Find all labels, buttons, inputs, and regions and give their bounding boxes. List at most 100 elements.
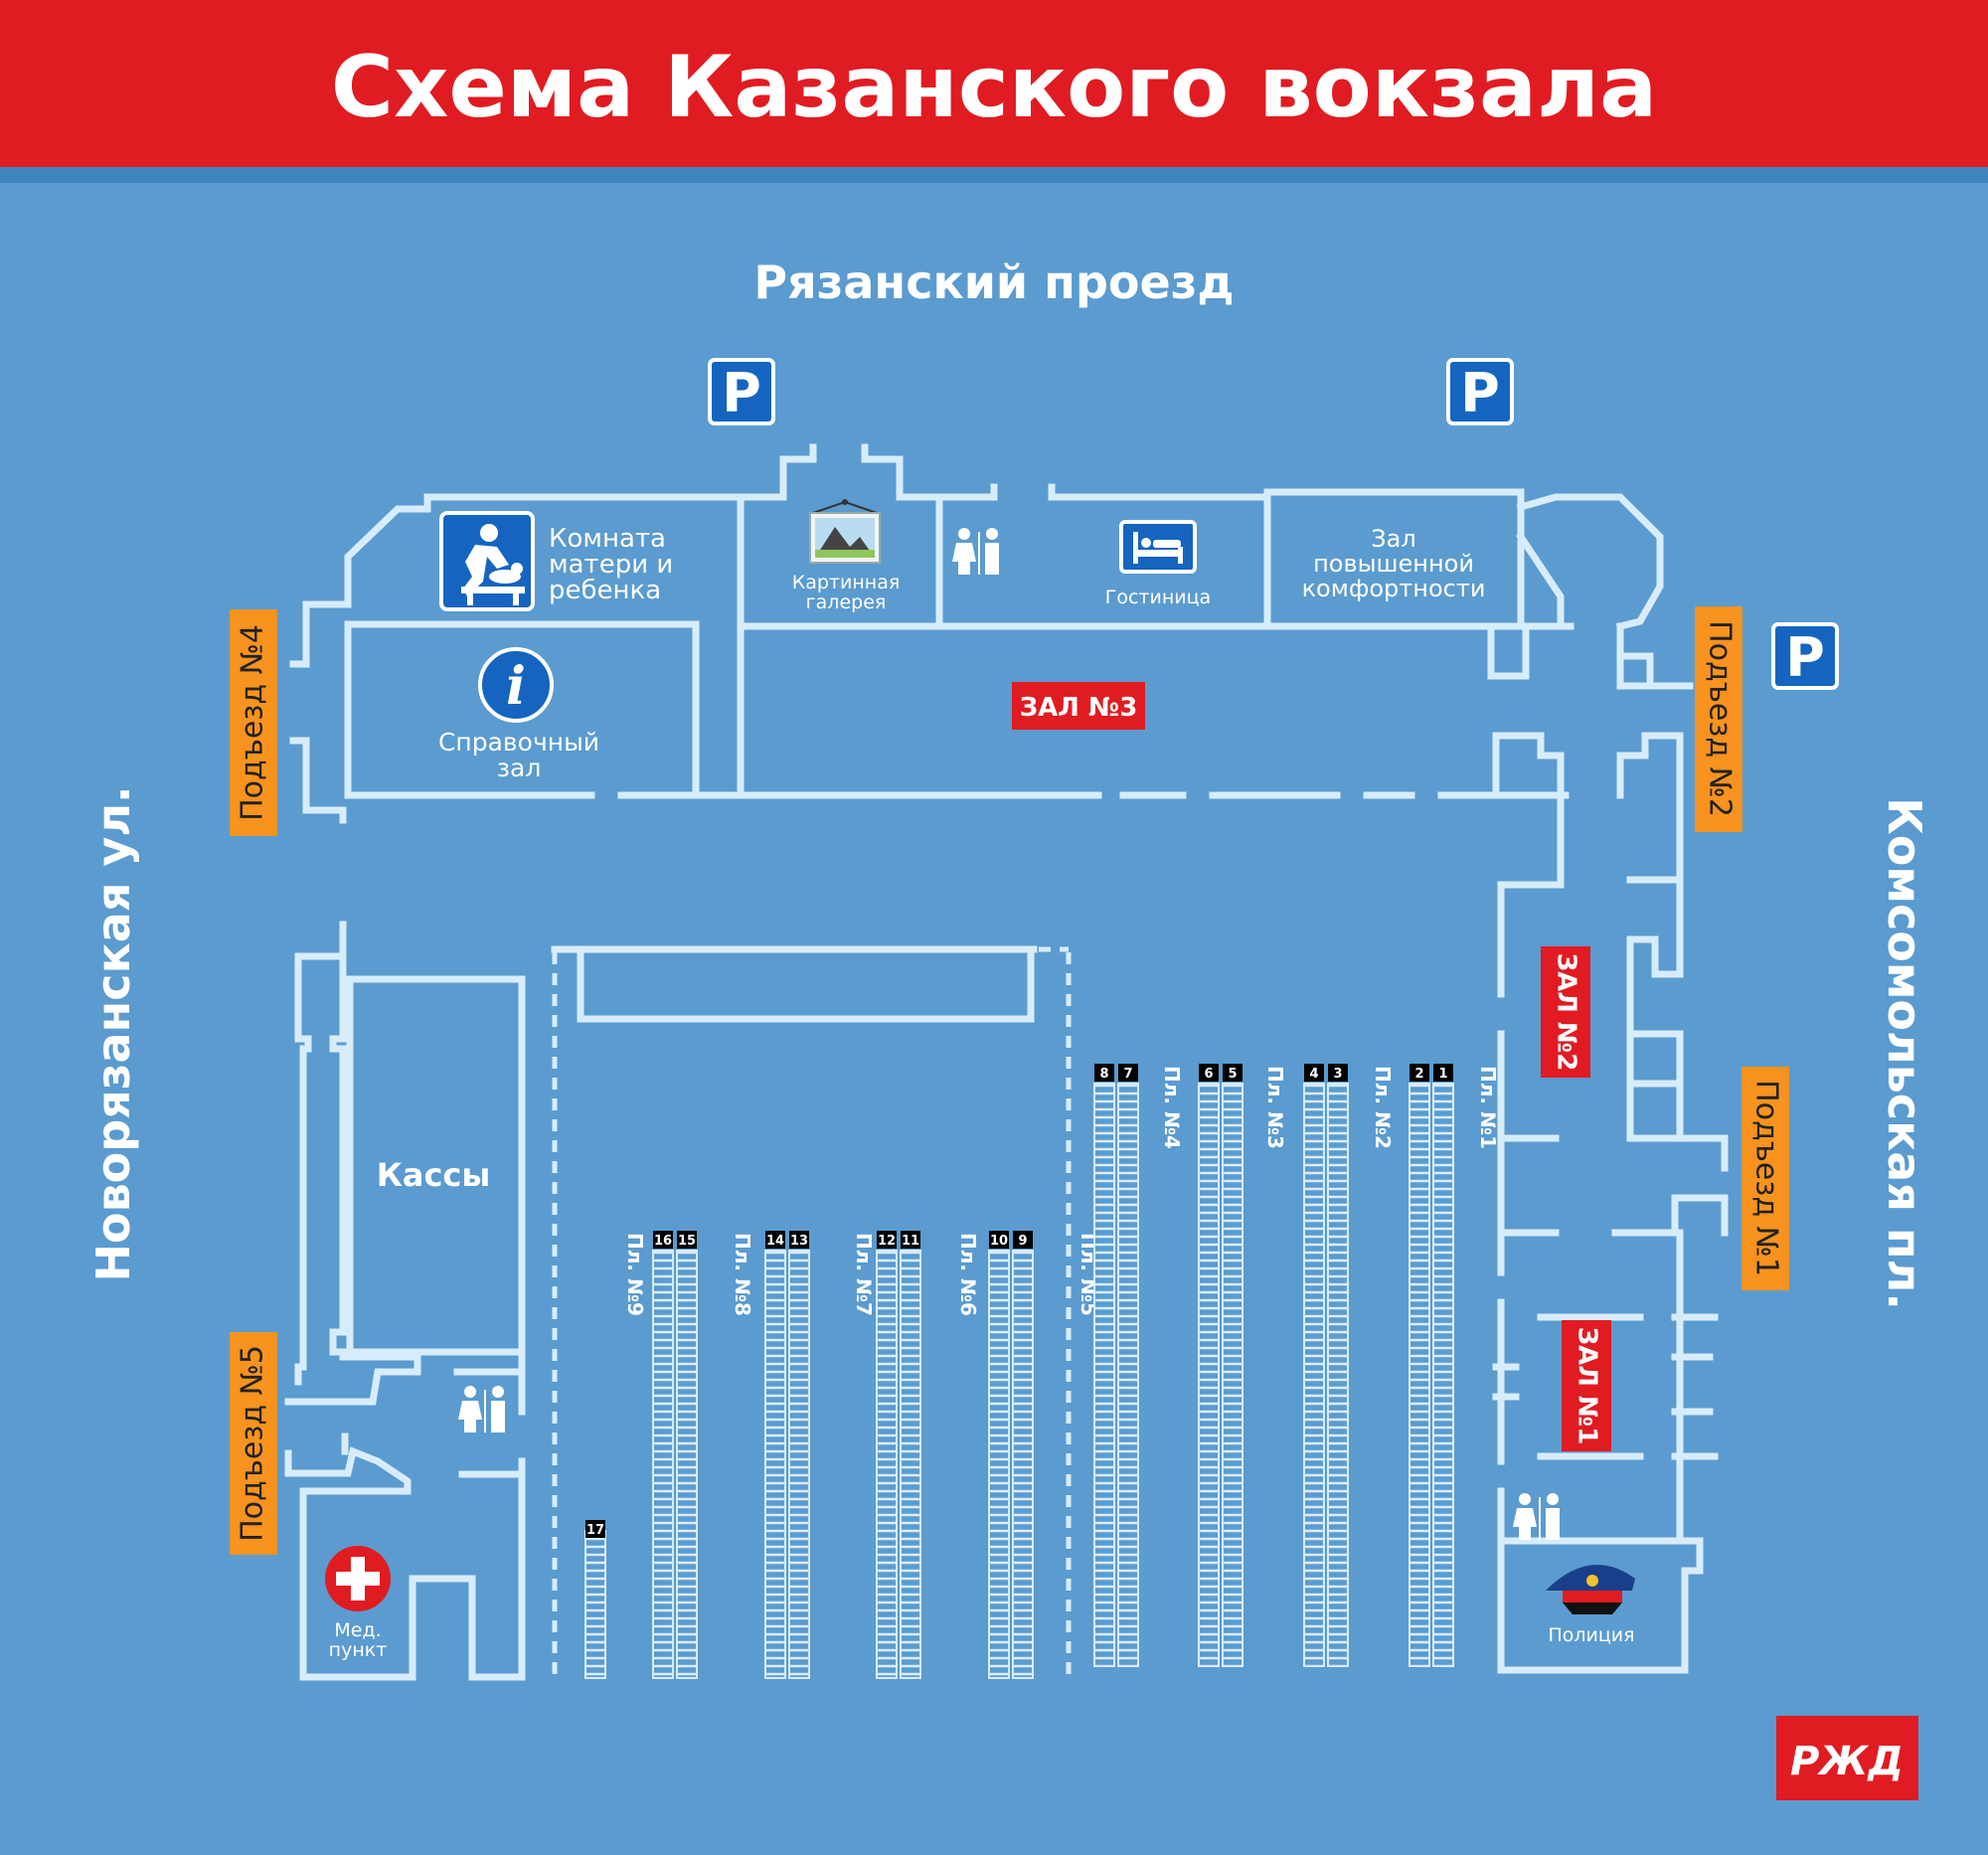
svg-text:матери и: матери и [549, 550, 673, 580]
track-7 [1117, 1083, 1139, 1667]
track-number: 7 [1123, 1067, 1132, 1082]
track-2 [1408, 1083, 1430, 1667]
hall-2-badge: ЗАЛ №2 [1541, 946, 1590, 1078]
svg-text:Подъезд №1: Подъезд №1 [1749, 1080, 1784, 1276]
track-9 [1012, 1250, 1034, 1679]
restroom-icon [1513, 1493, 1560, 1540]
svg-text:P: P [722, 362, 761, 424]
entrance-4[interactable]: Подъезд №4 [230, 609, 277, 836]
track-number-badge [1328, 1064, 1348, 1082]
track-number-badge [989, 1231, 1009, 1249]
title-bar [0, 0, 1988, 167]
hotel-label: Гостиница [1105, 587, 1211, 608]
track-11 [900, 1250, 921, 1679]
track-4 [1303, 1083, 1325, 1667]
entrance-1[interactable]: Подъезд №1 [1741, 1067, 1789, 1290]
svg-text:P: P [1460, 362, 1500, 424]
svg-text:повышенной: повышенной [1313, 550, 1474, 578]
track-number: 10 [990, 1234, 1008, 1249]
track-15 [676, 1250, 698, 1679]
svg-text:Справочный: Справочный [438, 728, 599, 757]
track-3 [1327, 1083, 1349, 1667]
entrance-5[interactable]: Подъезд №5 [230, 1332, 277, 1555]
platform-label: Пл. №6 [956, 1233, 980, 1316]
parking-icon: P [708, 358, 775, 425]
svg-text:ЗАЛ №1: ЗАЛ №1 [1573, 1327, 1602, 1445]
track-17: 17 [584, 1520, 606, 1679]
right-wing-walls [1492, 732, 1729, 1674]
svg-text:Подъезд №5: Подъезд №5 [236, 1345, 270, 1542]
svg-text:P: P [1785, 626, 1825, 689]
track-5 [1222, 1083, 1243, 1667]
track-10 [988, 1250, 1010, 1679]
track-1 [1432, 1083, 1454, 1667]
svg-text:Картинная: Картинная [792, 572, 901, 593]
track-number-badge [677, 1231, 697, 1249]
track-number: 8 [1099, 1067, 1108, 1082]
track-number-badge [1409, 1064, 1429, 1082]
track-number: 15 [678, 1234, 696, 1249]
platform-label: Пл. №8 [731, 1233, 754, 1316]
info-hall-label: Справочный зал [438, 728, 599, 782]
track-16 [652, 1250, 674, 1679]
track-number-badge [765, 1231, 785, 1249]
restroom-icon [952, 528, 999, 575]
police-label: Полиция [1548, 1624, 1634, 1646]
svg-text:комфортности: комфортности [1302, 575, 1486, 602]
left-wing-walls [284, 921, 526, 1681]
street-east: Комсомольская пл. [1878, 797, 1931, 1310]
track-number-badge [1094, 1064, 1114, 1082]
svg-text:Зал: Зал [1371, 525, 1415, 553]
platform-label: Пл. №9 [623, 1233, 647, 1316]
hall-1-badge: ЗАЛ №1 [1562, 1320, 1611, 1451]
track-number-badge [789, 1231, 809, 1249]
track-6 [1198, 1083, 1220, 1667]
entrance-2[interactable]: Подъезд №2 [1695, 606, 1742, 832]
info-icon: i [478, 647, 554, 723]
track-number: 11 [902, 1234, 919, 1249]
track-8 [1093, 1083, 1115, 1667]
track-number-badge [1199, 1064, 1219, 1082]
platform-label: Пл. №3 [1263, 1066, 1287, 1149]
parking-icon: P [1446, 358, 1514, 425]
svg-text:ребенка: ребенка [549, 576, 661, 605]
svg-text:пункт: пункт [329, 1639, 388, 1661]
svg-text:Подъезд №4: Подъезд №4 [236, 624, 270, 821]
track-number-badge [877, 1231, 897, 1249]
restroom-icon [458, 1386, 505, 1433]
track-number: 5 [1228, 1067, 1237, 1082]
track-number: 13 [790, 1234, 808, 1249]
track-number-badge [1304, 1064, 1324, 1082]
track-number: 16 [654, 1234, 672, 1249]
track-number: 2 [1414, 1067, 1423, 1082]
track-14 [764, 1250, 786, 1679]
rzd-logo: РЖД [1776, 1716, 1918, 1800]
bed-icon [1119, 520, 1197, 574]
track-number: 9 [1018, 1234, 1027, 1249]
cashier-label: Кассы [377, 1156, 491, 1194]
track-number-badge [901, 1231, 920, 1249]
svg-text:ЗАЛ №3: ЗАЛ №3 [1020, 693, 1138, 723]
platform-label: Пл. №4 [1160, 1066, 1184, 1149]
track-number: 1 [1438, 1067, 1447, 1082]
platform-label: Пл. №1 [1476, 1066, 1500, 1149]
track-number-badge [1223, 1064, 1242, 1082]
svg-text:зал: зал [497, 754, 542, 782]
building-walls [289, 443, 1694, 824]
title-bar-underline [0, 167, 1988, 183]
track-number: 14 [766, 1234, 784, 1249]
svg-text:i: i [506, 656, 526, 717]
gallery-label: Картинная галерея [792, 572, 901, 613]
svg-text:Мед.: Мед. [334, 1619, 381, 1641]
svg-text:Подъезд №2: Подъезд №2 [1703, 620, 1738, 817]
svg-text:17: 17 [586, 1523, 604, 1538]
track-number: 4 [1309, 1067, 1318, 1082]
track-number: 3 [1333, 1067, 1342, 1082]
platform-label: Пл. №7 [852, 1233, 876, 1316]
page-title: Схема Казанского вокзала [330, 38, 1658, 137]
platforms: Пл. №9 16 15 Пл. №8 14 13 Пл. №7 12 11 Пл. №6 10 9 П… [623, 1064, 1500, 1679]
medical-label: Мед. пункт [329, 1619, 388, 1661]
street-west: Новорязанская ул. [86, 785, 140, 1281]
street-north: Рязанский проезд [753, 255, 1234, 309]
parking-icon: P [1771, 622, 1839, 690]
